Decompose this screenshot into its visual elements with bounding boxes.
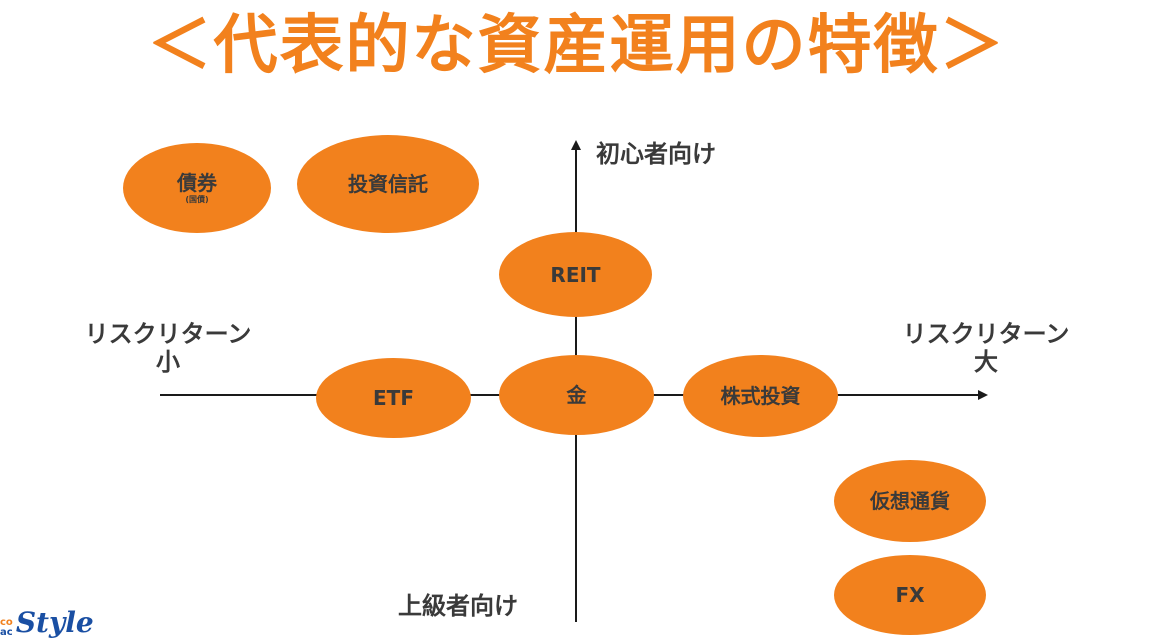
axis-label-bottom: 上級者向け xyxy=(398,592,518,620)
asset-fx: FX xyxy=(834,555,986,635)
asset-bond-label: 債券 xyxy=(177,171,217,195)
asset-fx-label: FX xyxy=(895,583,925,607)
asset-investment-trust-label: 投資信託 xyxy=(348,172,428,196)
page-title: ＜代表的な資産運用の特徴＞ xyxy=(147,9,1006,83)
asset-gold-label: 金 xyxy=(566,383,587,407)
right-arrowhead xyxy=(978,390,988,400)
asset-reit-label: REIT xyxy=(550,262,601,287)
asset-bond-sublabel: (国債) xyxy=(185,195,209,204)
asset-reit: REIT xyxy=(499,232,652,317)
asset-gold: 金 xyxy=(499,355,654,435)
asset-crypto-label: 仮想通貨 xyxy=(870,489,950,513)
axis-label-right: リスクリターン 大 xyxy=(902,320,1070,376)
brand-logo: co ac Style xyxy=(0,606,94,639)
asset-etf-label: ETF xyxy=(373,386,414,410)
asset-crypto: 仮想通貨 xyxy=(834,460,986,542)
asset-etf: ETF xyxy=(316,358,471,438)
asset-investment-trust: 投資信託 xyxy=(297,135,479,233)
asset-stock: 株式投資 xyxy=(683,355,838,437)
asset-stock-label: 株式投資 xyxy=(720,384,801,408)
up-arrowhead xyxy=(571,140,581,150)
axis-label-top: 初心者向け xyxy=(596,140,716,168)
asset-bond: 債券 (国債) xyxy=(123,143,271,233)
axis-label-left: リスクリターン 小 xyxy=(84,320,252,376)
